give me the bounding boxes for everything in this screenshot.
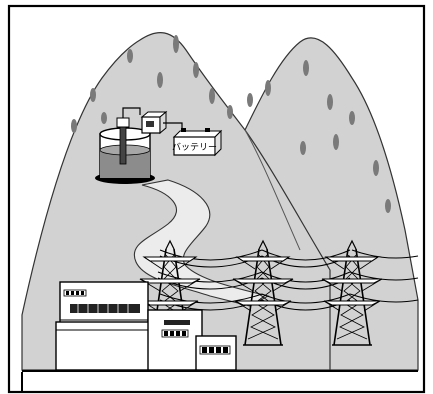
battery: バッテリー [172, 128, 221, 155]
battery-label: バッテリー [172, 142, 217, 153]
